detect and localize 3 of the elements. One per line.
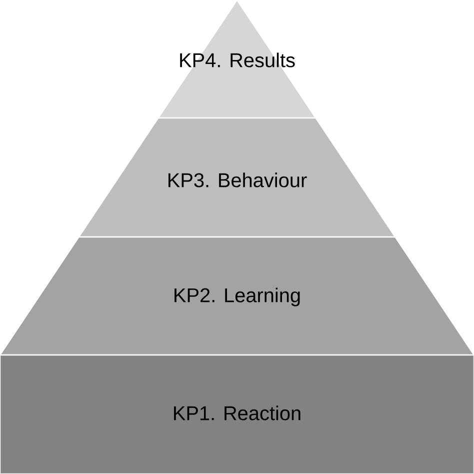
pyramid-level: KP2. Learning: [0, 236, 474, 356]
node-label: KP2. Learning: [174, 288, 300, 306]
pyramid-level: KP1. Reaction: [0, 354, 474, 474]
